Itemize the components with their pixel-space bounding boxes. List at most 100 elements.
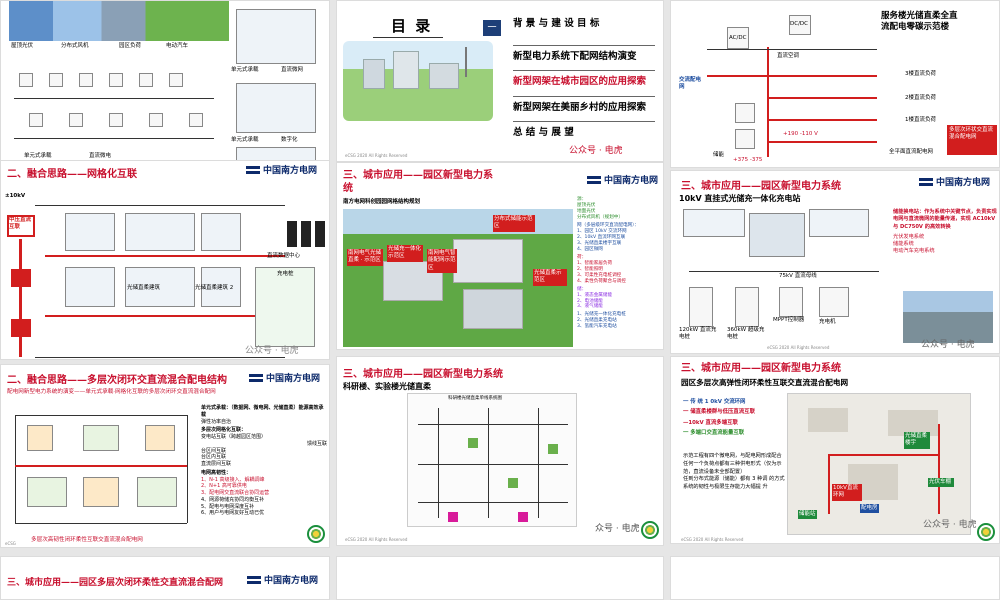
side-label-5: 数字化 (281, 137, 298, 143)
slide-1[interactable]: 屋顶光伏 分布式风机 园区负荷 电动汽车 单元式承载 直流微电 单元式承载 直流… (0, 0, 330, 178)
slide6-subtitle: 10kV 直挂式光储充一体化充电站 (679, 194, 801, 203)
company-seal-icon (977, 523, 995, 541)
callout-1: 南网电气光储直柔 · 示范区 (347, 249, 383, 266)
slide7-caption: 多层次高韧性闭环柔性互联交直流混合配电网 (31, 537, 143, 543)
copyright: eCSG 2020 All Rights Reserved (345, 537, 408, 542)
station-photo (903, 291, 993, 343)
logo: 中国南方电网 (587, 173, 658, 186)
slide5-subtitle: 南方电网科创园园网格结构规划 (343, 199, 421, 205)
slide-11-blank[interactable] (336, 556, 664, 600)
bottom-label-1: 单元式承载 (24, 153, 52, 159)
park-load-label: 园区负荷 (119, 43, 142, 49)
slide5-title: 三、城市应用——园区新型电力系统 (343, 170, 493, 194)
toc-item-1[interactable]: 背 景 与 建 设 目 标 (513, 18, 600, 29)
logo: 中国南方电网 (246, 163, 317, 176)
slide6-title: 三、城市应用——园区新型电力系统 (681, 181, 841, 192)
mixed-grid-label: 多层次环状交直流混合配电网 (947, 125, 997, 155)
dcdc-label: DC/DC (790, 21, 809, 27)
slide-2-toc[interactable]: 目 录 一 背 景 与 建 设 目 标 新型电力系统下配网结构演变 新型网架在城… (336, 0, 664, 162)
watermark: 公众号 · 电虎 (245, 346, 299, 356)
floor3-label: 3楼直流负荷 (905, 71, 936, 77)
charger-360-label: 360kW 超级充电桩 (727, 327, 765, 341)
mv-dc-tag: 中压直流互联 (7, 215, 35, 237)
slide-6[interactable]: 三、城市应用——园区新型电力系统 中国南方电网 10kV 直挂式光储充一体化充电… (670, 170, 1000, 354)
csg-logo-icon (247, 574, 261, 586)
storage-label: 储能 (713, 152, 725, 158)
side-label-2: 直流微网 (281, 67, 304, 73)
charger-120-label: 120kW 直流充电桩 (679, 327, 717, 341)
slide-5[interactable]: 三、城市应用——园区新型电力系统 中国南方电网 南方电网科创园园网格结构规划 南… (336, 162, 664, 350)
slide7-points: 单元式承载：（数据网、微电网、光储直柔）能源高效承载 弹性功率自治 多层次网格化… (201, 405, 327, 517)
slide-7[interactable]: 二、融合思路——多层次闭环交直流混合配电结构 中国南方电网 配电网新型电力系统的… (0, 364, 330, 548)
charger-label: 充电桩 (277, 271, 294, 277)
ac-grid-label: 交流配电网 (679, 77, 702, 91)
copyright: eCSG (5, 541, 16, 546)
toc-item-5[interactable]: 总 结 与 展 望 (513, 121, 655, 138)
photo-strip (9, 1, 229, 41)
copyright: eCSG 2020 All Rights Reserved (681, 537, 744, 542)
diagram-title: 科研楼光储直柔单线系统图 (448, 396, 502, 401)
grid-map: ±10kV 中压直流互联 直流数据中心 光储直柔建筑 光储直柔建筑 2 充电桩 (5, 185, 327, 359)
csg-logo-icon (587, 174, 601, 186)
toc-num-badge: 一 (483, 20, 501, 36)
toc-item-2[interactable]: 新型电力系统下配网结构演变 (513, 45, 655, 62)
slide3-title: 服务楼光储直柔全直流配电零碳示范楼 (881, 11, 958, 33)
slide9-title: 三、城市应用——园区新型电力系统 (681, 363, 841, 374)
csg-logo-icon (919, 176, 933, 188)
slide-3[interactable]: 服务楼光储直柔全直流配电零碳示范楼 交流配电网 AC/DC DC/DC 直流空调… (670, 0, 1000, 168)
floor2-label: 2楼直流负荷 (905, 95, 936, 101)
aerial-render: 南网电气光储直柔 · 示范区 光储充一体化示范区 南网电气智能配网示范区 分布式… (343, 209, 573, 347)
dc-ac-label: 直流空调 (777, 53, 800, 59)
map-label-5: 储能站 (798, 510, 817, 520)
station-description: 储能换电站：作为系统中关键节点，负责实现电网与直流微网的能量传递，实现 AC10… (893, 209, 997, 255)
slide-12-blank[interactable] (670, 556, 1000, 600)
right-diagram: 单元式承载 直流微网 单元式承载 数字化 (231, 5, 326, 175)
logo: 中国南方电网 (919, 175, 990, 188)
slide9-body: 示范工程有四个微电网，与配电网形成配合 任何一个负荷点都有三种供电形式（仅为示范… (683, 453, 785, 491)
pv-label: 屋顶光伏 (11, 43, 34, 49)
map-label-1: 光储直柔楼宇 (904, 432, 930, 449)
slide-8[interactable]: 三、城市应用——园区新型电力系统 科研楼、实验楼光储直柔 科研楼光储直柔单线系统… (336, 356, 664, 546)
slide4-title: 二、融合思路——网格化互联 (7, 169, 137, 180)
slide-4[interactable]: 二、融合思路——网格化互联 中国南方电网 ±10kV 中压直流互联 直流数据中心… (0, 160, 330, 360)
map-label-4: 光伏车棚 (928, 478, 954, 488)
dc-bus-label: 75kV 直流母线 (779, 273, 817, 279)
station-diagram: 75kV 直流母线 120kW 直流充电桩 360kW 超级充电桩 MPPT控制… (679, 207, 889, 340)
slide7-title: 二、融合思路——多层次闭环交直流混合配电结构 (7, 375, 227, 386)
copyright: eCSG 2020 All Rights Reserved (767, 345, 830, 350)
park-illustration (343, 41, 493, 121)
building-single-line: 科研楼光储直柔单线系统图 (407, 393, 577, 527)
charger-machine-label: 充电机 (819, 319, 836, 325)
company-seal-icon (641, 521, 659, 539)
voltage-1: +190 -110 V (783, 131, 818, 137)
toc-title-underline (373, 37, 443, 38)
map-label-3: 配电房 (860, 504, 879, 514)
toc-item-3[interactable]: 新型网架在城市园区的应用探索 (513, 70, 655, 87)
logo: 中国南方电网 (247, 573, 318, 586)
campus-map: 光储直柔楼宇 10kV直流环网 配电房 光伏车棚 储能站 (787, 393, 971, 535)
building-label-2: 光储直柔建筑 2 (195, 285, 234, 291)
csg-logo-icon (249, 372, 263, 384)
company-seal-icon (307, 525, 325, 543)
watermark: 公众号 · 电虎 (569, 146, 623, 156)
dc-datacenter-label: 直流数据中心 (267, 253, 301, 259)
toc-item-4[interactable]: 新型网架在美丽乡村的应用探索 (513, 96, 655, 113)
callout-5: 光储直柔示范区 (533, 269, 567, 286)
slide-9[interactable]: 三、城市应用——园区新型电力系统 园区多层次高弹性闭环柔性互联交直流混合配电网 … (670, 356, 1000, 544)
voltage-tag: ±10kV (5, 193, 26, 199)
callout-4: 分布式储能示范区 (493, 215, 535, 232)
slide8-title: 三、城市应用——园区新型电力系统 (343, 369, 503, 380)
slide-10[interactable]: 三、城市应用——园区多层次闭环柔性交直流混合配网 中国南方电网 (0, 556, 330, 600)
watermark: 公众号 · 电虎 (921, 340, 975, 350)
slide10-title: 三、城市应用——园区多层次闭环柔性交直流混合配网 (7, 578, 224, 588)
floor1-label: 1楼直流负荷 (905, 117, 936, 123)
watermark: 众号 · 电虎 (595, 524, 640, 534)
toc-title: 目 录 (391, 17, 433, 35)
slide9-subtitle: 园区多层次高弹性闭环柔性互联交直流混合配电网 (681, 378, 849, 387)
single-line-diagram: 单元式承载 直流微电 (9, 53, 224, 171)
side-label-3: 单元式承载 (231, 137, 259, 143)
building-label-1: 光储直柔建筑 (127, 285, 161, 291)
grid-diagram: 交流配电网 AC/DC DC/DC 直流空调 +190 -110 V +375 … (677, 7, 877, 165)
side-label-1: 单元式承载 (231, 67, 259, 73)
slide8-subtitle: 科研楼、实验楼光储直柔 (343, 382, 431, 391)
